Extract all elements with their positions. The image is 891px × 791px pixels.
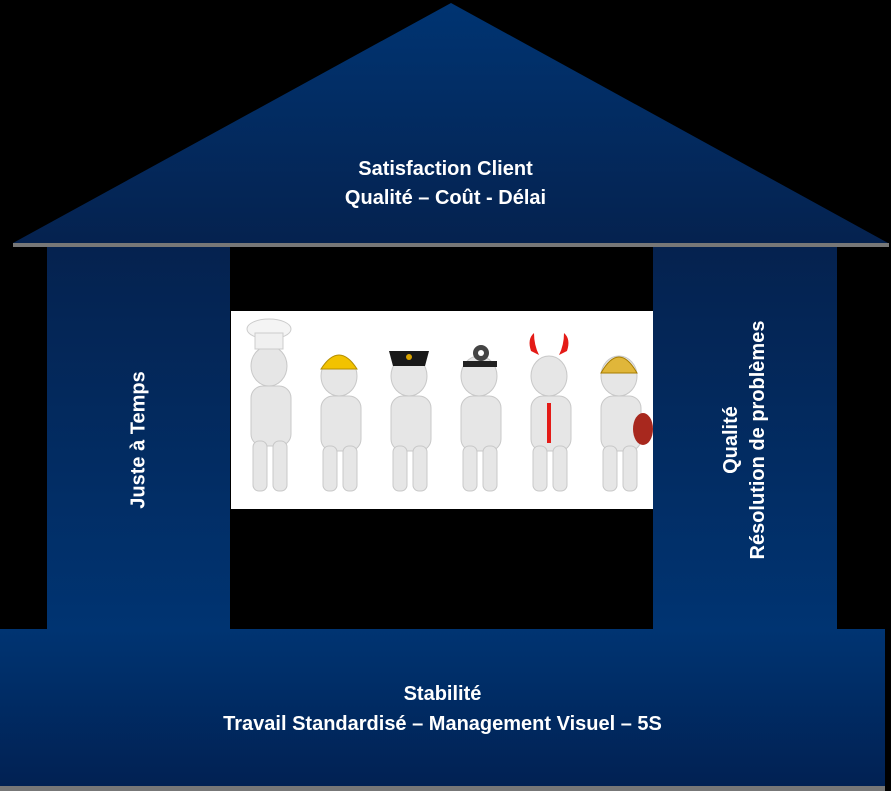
hats-icon xyxy=(246,318,653,445)
roof-subtitle: Qualité – Coût - Délai xyxy=(344,187,547,209)
foundation-title: Stabilité xyxy=(403,683,482,705)
figures-illustration xyxy=(246,318,653,492)
foundation-subtitle: Travail Standardisé – Management Visuel … xyxy=(223,713,662,735)
people-image xyxy=(231,311,653,509)
roof xyxy=(13,3,889,247)
pillar-just-in-time: Juste à Temps xyxy=(47,247,230,633)
roof-title: Satisfaction Client xyxy=(358,158,533,180)
roof-label: Satisfaction Client Qualité – Coût - Dél… xyxy=(0,155,891,213)
foundation-label: Stabilité Travail Standardisé – Manageme… xyxy=(0,679,885,739)
pillar-right-label: Qualité Résolution de problèmes xyxy=(718,321,772,560)
pillar-quality: Qualité Résolution de problèmes xyxy=(653,247,837,633)
foundation: Stabilité Travail Standardisé – Manageme… xyxy=(0,629,885,791)
pillar-right-subtitle: Résolution de problèmes xyxy=(747,320,769,560)
pillar-right-title: Qualité xyxy=(720,406,742,474)
pillar-left-label: Juste à Temps xyxy=(127,371,149,509)
